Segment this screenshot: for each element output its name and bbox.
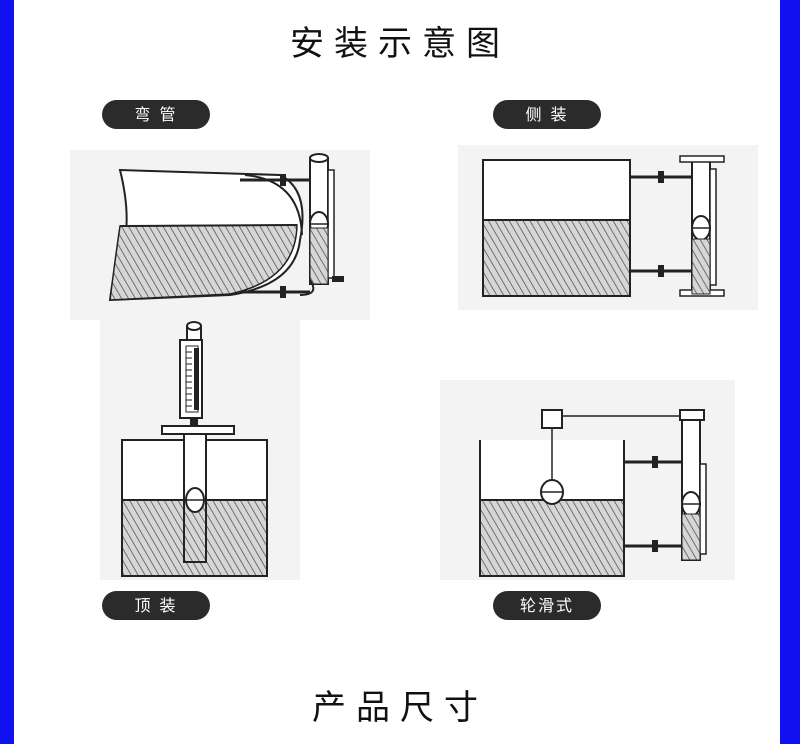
label-top: 顶 装 — [102, 591, 210, 620]
label-side: 侧 装 — [493, 100, 601, 129]
left-blue-border — [0, 0, 14, 744]
page-title: 安装示意图 — [290, 24, 510, 64]
pulley-install-diagram — [440, 380, 735, 580]
right-blue-border — [780, 0, 800, 744]
label-pulley: 轮滑式 — [493, 591, 601, 620]
product-dimensions-title: 产品尺寸 — [312, 688, 488, 728]
top-install-diagram — [100, 318, 300, 580]
side-install-diagram — [458, 145, 758, 310]
label-bend: 弯 管 — [102, 100, 210, 129]
bend-install-diagram — [70, 150, 370, 320]
